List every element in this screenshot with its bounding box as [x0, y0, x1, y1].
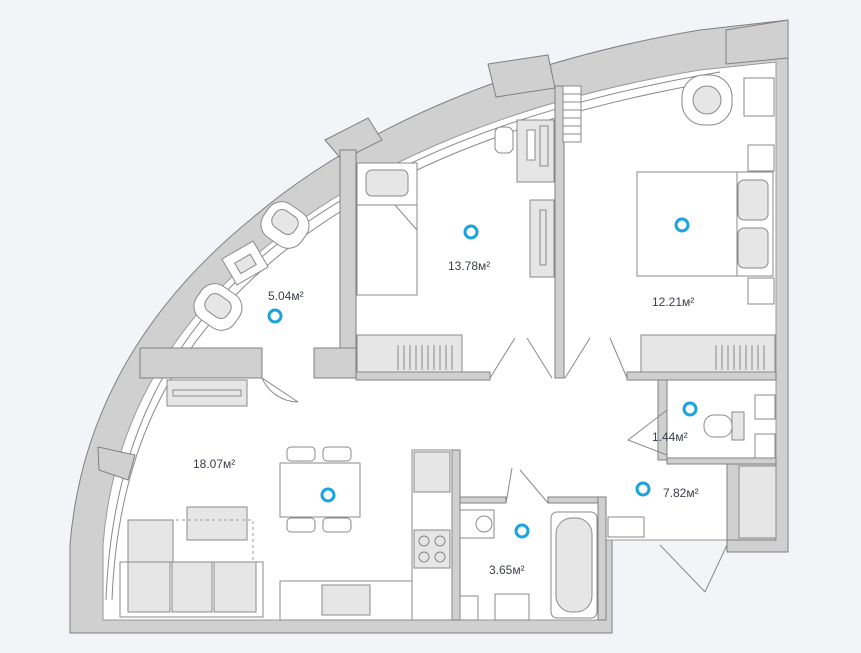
door-entrance: [659, 544, 728, 593]
bedroom-right-furniture: [562, 74, 776, 373]
sanitary-fixtures: [459, 394, 777, 621]
armchair-seat: [271, 208, 299, 236]
tv-stand: [529, 199, 555, 278]
room-marker-bathroom[interactable]: [514, 523, 530, 539]
bathtub-inner: [555, 517, 593, 613]
piano-keys: [562, 85, 582, 143]
door-bathroom: [505, 467, 549, 504]
room-marker-toilet[interactable]: [682, 401, 698, 417]
pillow: [737, 179, 769, 221]
wall-toilet-left: [657, 379, 668, 461]
bed-blanket: [636, 171, 738, 277]
room-markers[interactable]: [267, 217, 698, 539]
room-area-living-kitchen: 18.07м²: [193, 457, 235, 471]
sofa-cushion: [171, 561, 213, 613]
tv-console: [166, 379, 248, 407]
room-area-toilet: 1.44м²: [652, 430, 688, 444]
room-marker-balcony[interactable]: [267, 308, 283, 324]
shoe-rack: [607, 516, 645, 538]
magazine: [234, 253, 257, 275]
armchair-seat: [692, 85, 722, 115]
keyboard: [526, 129, 536, 161]
coffee-table: [186, 506, 248, 541]
wall-balcony-bottom: [139, 347, 263, 379]
facade-pier: [97, 446, 136, 481]
washbasin: [494, 593, 530, 621]
room-area-bedroom-right: 12.21м²: [652, 295, 694, 309]
washing-machine: [459, 509, 495, 539]
room-area-bedroom-left: 13.78м²: [448, 259, 490, 273]
washing-machine-drum: [475, 515, 493, 533]
dining-table: [279, 462, 361, 518]
tv-console-shelf: [172, 389, 242, 397]
room-area-hallway: 7.82м²: [663, 486, 699, 500]
chair: [494, 126, 514, 154]
wall-balcony-bedroom: [339, 149, 357, 379]
pillow: [365, 169, 409, 197]
sofa-back: [127, 519, 174, 563]
balcony-furniture: [193, 201, 310, 331]
room-marker-hallway[interactable]: [635, 481, 651, 497]
doors: [261, 337, 728, 593]
wall-bedrooms-divider: [554, 85, 565, 379]
wardrobe-hangers: [397, 345, 453, 370]
hall-wardrobe: [738, 465, 777, 539]
burner: [434, 535, 446, 547]
wall-bedroom-right-bottom: [626, 371, 777, 381]
toilet-tank: [731, 411, 745, 441]
dining-chair: [286, 446, 316, 462]
room-area-bathroom: 3.65м²: [489, 563, 525, 577]
room-marker-bedroom-left[interactable]: [463, 224, 479, 240]
nightstand: [747, 277, 775, 305]
wall-bath-top-right: [547, 496, 599, 504]
wall-kitchen-bath: [451, 449, 461, 621]
laundry-cabinet: [459, 595, 479, 621]
toilet-cabinet: [754, 433, 776, 459]
wardrobe-hangers: [715, 345, 765, 370]
pillow: [737, 227, 769, 269]
wall-bedroom-left-bottom: [355, 371, 491, 381]
door-toilet: [626, 409, 668, 456]
facade-pier: [725, 19, 789, 65]
side-table: [743, 77, 775, 117]
door-balcony: [261, 377, 299, 403]
tv: [539, 209, 547, 266]
burner: [434, 551, 446, 563]
toilet-bowl: [703, 414, 733, 438]
door-bedroom-left: [489, 337, 553, 379]
hood: [413, 451, 451, 493]
sink: [321, 584, 371, 616]
sofa-cushion: [127, 561, 171, 613]
dining-chair: [286, 517, 316, 533]
room-marker-living-kitchen[interactable]: [320, 487, 336, 503]
wall-bath-top: [459, 496, 507, 504]
bedroom-left-furniture: [356, 119, 555, 373]
cooktop: [413, 529, 451, 569]
living-kitchen-furniture: [119, 379, 453, 621]
burner: [418, 535, 430, 547]
room-marker-bedroom-right[interactable]: [674, 217, 690, 233]
monitor: [539, 125, 549, 167]
nightstand: [747, 144, 775, 172]
door-bedroom-right: [564, 337, 628, 379]
wall-stub: [313, 347, 357, 379]
dining-chair: [322, 517, 352, 533]
wall-toilet-bottom: [666, 457, 777, 465]
facade-pier: [324, 117, 383, 161]
wall-bath-right: [597, 496, 607, 621]
room-area-balcony: 5.04м²: [268, 289, 304, 303]
sofa-cushion: [213, 561, 257, 613]
bed-fold: [357, 204, 418, 231]
burner: [418, 551, 430, 563]
armchair-seat: [204, 292, 232, 320]
piano-keys-lines: [563, 93, 581, 135]
wardrobe: [640, 334, 776, 373]
toilet-cabinet: [754, 394, 776, 420]
dining-chair: [322, 446, 352, 462]
